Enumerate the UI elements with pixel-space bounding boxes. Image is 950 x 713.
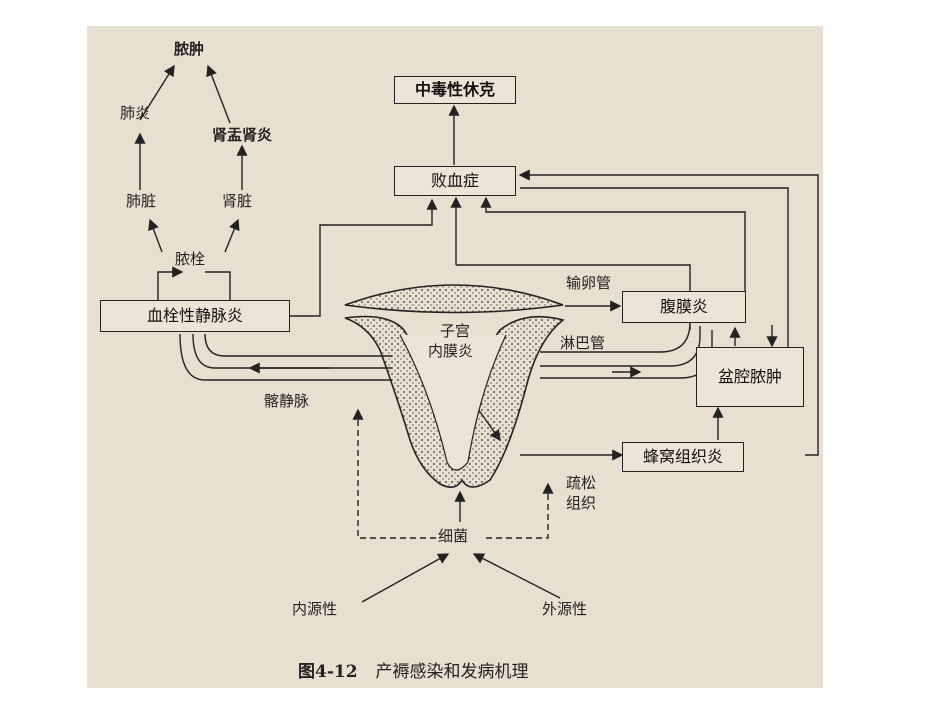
node-peritonitis: 腹膜炎 (622, 291, 746, 323)
uterus-illustration (344, 284, 565, 488)
figure-number: 图4-12 (298, 662, 358, 682)
figure-caption: 图4-12 产褥感染和发病机理 (298, 657, 529, 682)
arrow-pyelo-abscess (206, 64, 231, 124)
arrow-embolus-lung (148, 218, 163, 253)
node-kidney: 肾脏 (222, 192, 253, 210)
node-septicemia: 败血症 (394, 166, 516, 196)
dashed-path-right (486, 482, 554, 539)
node-toxic-shock: 中毒性休克 (394, 76, 516, 104)
dashed-path-left (352, 408, 436, 539)
arrow-embolus-kidney (224, 218, 240, 253)
label-uterus: 子宫 (440, 322, 471, 340)
arrow-thrombo-septicemia (290, 198, 438, 317)
node-pelvic-abscess: 盆腔脓肿 (696, 347, 804, 407)
arrow-peritonitis-septicemia (480, 196, 746, 295)
label-lymphatic: 淋巴管 (560, 334, 606, 352)
node-exogenous: 外源性 (542, 600, 588, 618)
label-endometritis: 内膜炎 (428, 342, 474, 360)
node-thrombophlebitis: 血栓性静脉炎 (100, 300, 290, 332)
label-fallopian-tube: 输卵管 (566, 274, 612, 292)
node-embolus: 脓栓 (175, 250, 206, 268)
arrow-pneumonia-abscess (139, 64, 175, 121)
label-loose-tissue-1: 疏松 (566, 474, 597, 492)
node-endogenous: 内源性 (292, 600, 338, 618)
arrow-endogenous (361, 553, 450, 603)
node-pneumonia: 肺炎 (120, 104, 151, 122)
node-pyelonephritis: 肾盂肾炎 (212, 126, 273, 144)
label-loose-tissue-2: 组织 (566, 494, 597, 512)
arrow-cellulitis-septicemia (518, 169, 819, 456)
node-abscess: 脓肿 (174, 40, 205, 58)
label-iliac-vein: 髂静脉 (264, 392, 310, 410)
figure-title: 产褥感染和发病机理 (375, 662, 529, 682)
node-cellulitis: 蜂窝组织炎 (622, 442, 744, 472)
node-lung: 肺脏 (126, 192, 157, 210)
arrow-exogenous (472, 553, 561, 599)
arrow-thrombo-embolus (157, 266, 184, 300)
node-bacteria: 细菌 (438, 527, 469, 545)
